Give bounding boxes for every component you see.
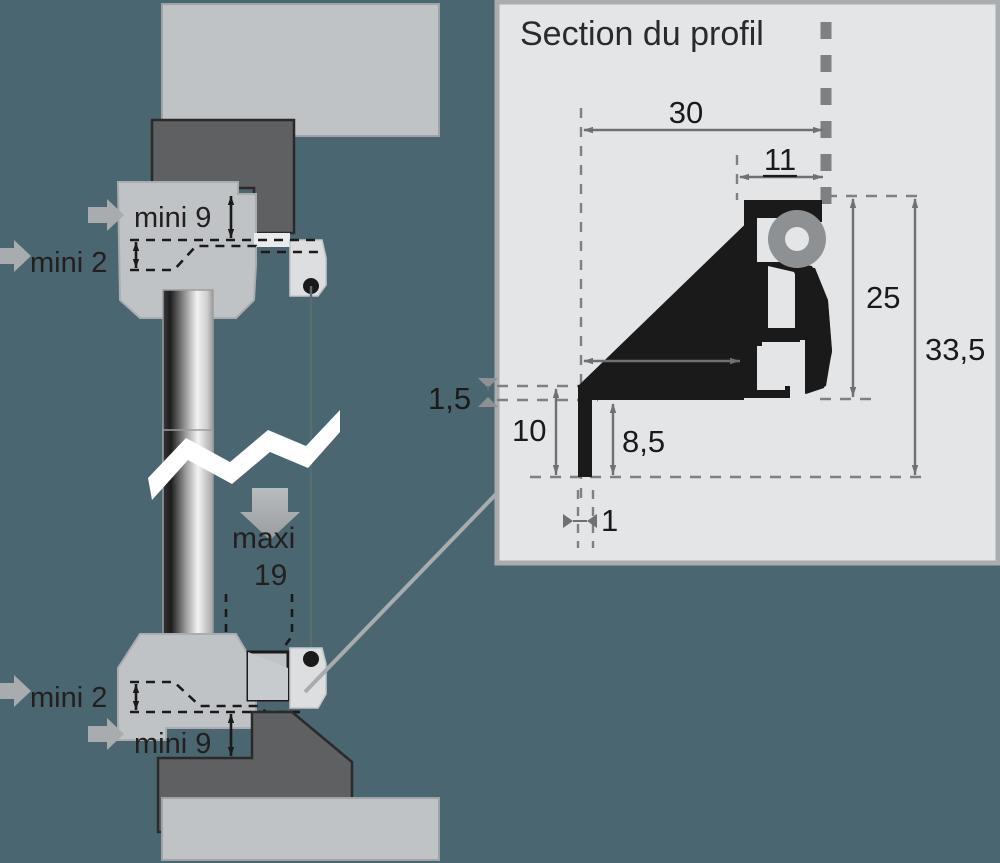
left-assembly-diagram: mini 9 mini 2 maxi 19 mini 2 <box>0 3 502 861</box>
maxi-leader-right <box>280 594 294 700</box>
dim-label-30: 30 <box>669 95 703 130</box>
top-sash-profile <box>116 181 257 319</box>
top-sash-step <box>254 233 290 247</box>
profile-cross-section <box>578 202 832 477</box>
screw-head-hole <box>785 227 809 251</box>
bottom-wall-slab <box>161 797 440 861</box>
label-maxi: maxi <box>232 522 295 555</box>
profile-inner-cavity-lower <box>757 346 785 390</box>
pointer-arrow-mini9-bottom <box>88 718 124 750</box>
bottom-dashed-upper <box>130 680 300 714</box>
label-mini9-top: mini 9 <box>134 202 211 234</box>
pointer-arrow-mini9-top <box>88 199 124 231</box>
arrow-down-icon <box>240 488 300 540</box>
profile-base-leg <box>578 385 744 477</box>
dim-label-19: 19 <box>647 326 681 361</box>
label-mini2-top: mini 2 <box>30 247 107 279</box>
dim-label-25: 25 <box>866 280 900 315</box>
detail-leader-line <box>303 488 502 694</box>
dim-label-11: 11 <box>764 142 796 177</box>
bottom-fixing-point-icon <box>303 651 319 667</box>
section-panel-title: Section du profil <box>520 15 764 53</box>
pointer-arrow-mini2-bottom <box>0 675 31 707</box>
pointer-arrow-mini2-top <box>0 240 31 272</box>
section-detail-panel: Section du profil 30 11 <box>428 0 1000 566</box>
dim-label-10: 10 <box>512 413 546 448</box>
dim-label-15: 1,5 <box>428 381 471 416</box>
dim-arrow-1-right <box>587 514 597 528</box>
break-line-icon <box>148 410 340 500</box>
dim-label-1: 1 <box>601 503 618 538</box>
label-mini9-bottom: mini 9 <box>134 728 211 760</box>
bottom-wedge-slope <box>248 652 288 700</box>
label-maxi-value: 19 <box>254 559 287 592</box>
dim-arrow-15-bottom <box>478 397 498 407</box>
dim-arrow-1-left <box>563 514 573 528</box>
dim-label-335: 33,5 <box>925 332 985 367</box>
top-dashed-lower <box>130 244 318 272</box>
label-mini2-bottom: mini 2 <box>30 682 107 714</box>
dim-label-85: 8,5 <box>622 424 665 459</box>
top-wall-slab <box>161 3 440 137</box>
dim-arrow-15-top <box>478 378 498 388</box>
